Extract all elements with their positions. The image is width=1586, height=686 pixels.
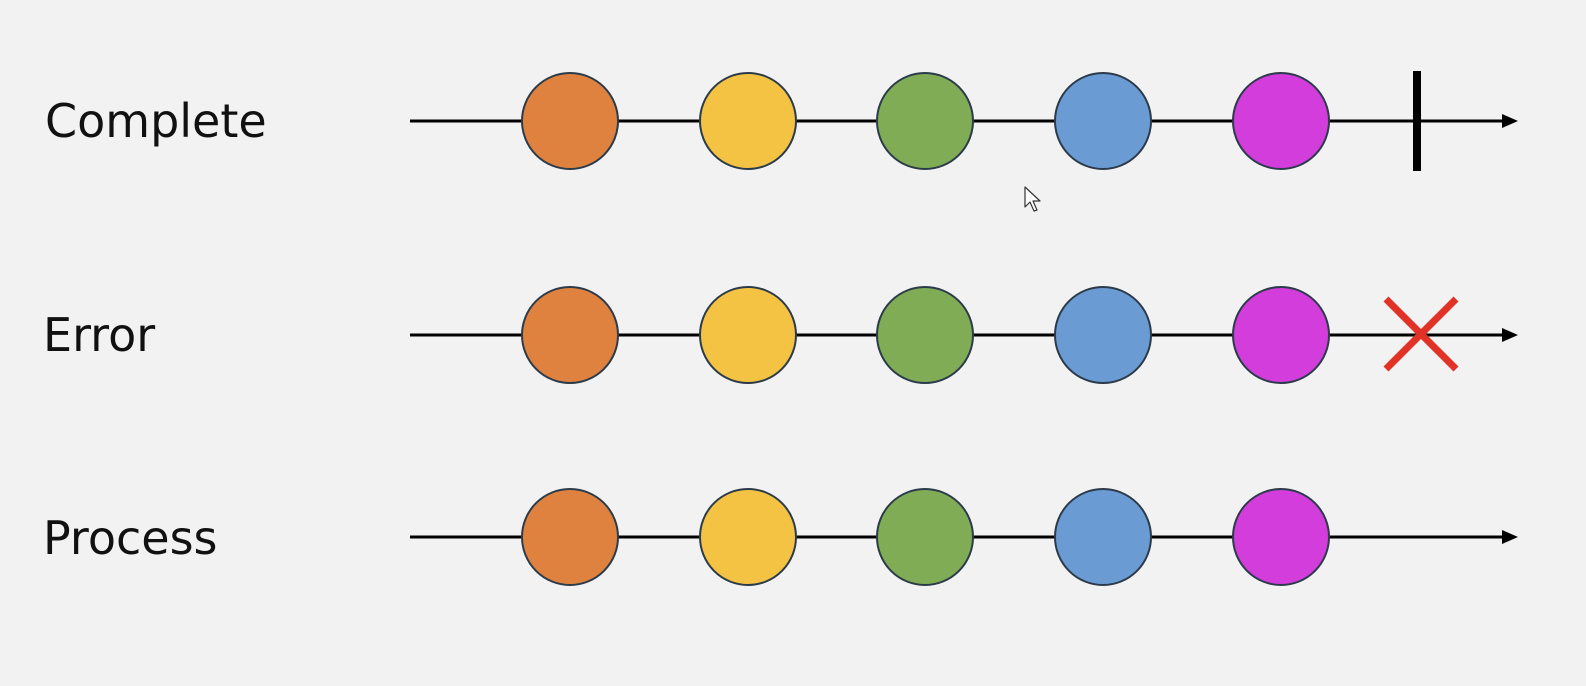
marble-complete-2: [699, 72, 797, 170]
marble-error-4: [1054, 286, 1152, 384]
marble-complete-3: [876, 72, 974, 170]
marble-error-3: [876, 286, 974, 384]
marble-process-1: [521, 488, 619, 586]
row-label-error: Error: [43, 308, 156, 362]
marble-process-5: [1232, 488, 1330, 586]
marble-process-3: [876, 488, 974, 586]
marble-complete-4: [1054, 72, 1152, 170]
marble-complete-5: [1232, 72, 1330, 170]
marble-complete-1: [521, 72, 619, 170]
marble-error-5: [1232, 286, 1330, 384]
timeline-arrowhead-process: [1502, 530, 1518, 544]
timeline-arrowhead-complete: [1502, 114, 1518, 128]
marble-error-1: [521, 286, 619, 384]
timeline-arrowhead-error: [1502, 328, 1518, 342]
row-label-process: Process: [43, 511, 218, 565]
error-mark-stroke-2: [1383, 296, 1459, 372]
mouse-cursor-icon: [1024, 186, 1041, 212]
marble-process-4: [1054, 488, 1152, 586]
row-label-complete: Complete: [45, 94, 267, 148]
marble-process-2: [699, 488, 797, 586]
marble-error-2: [699, 286, 797, 384]
